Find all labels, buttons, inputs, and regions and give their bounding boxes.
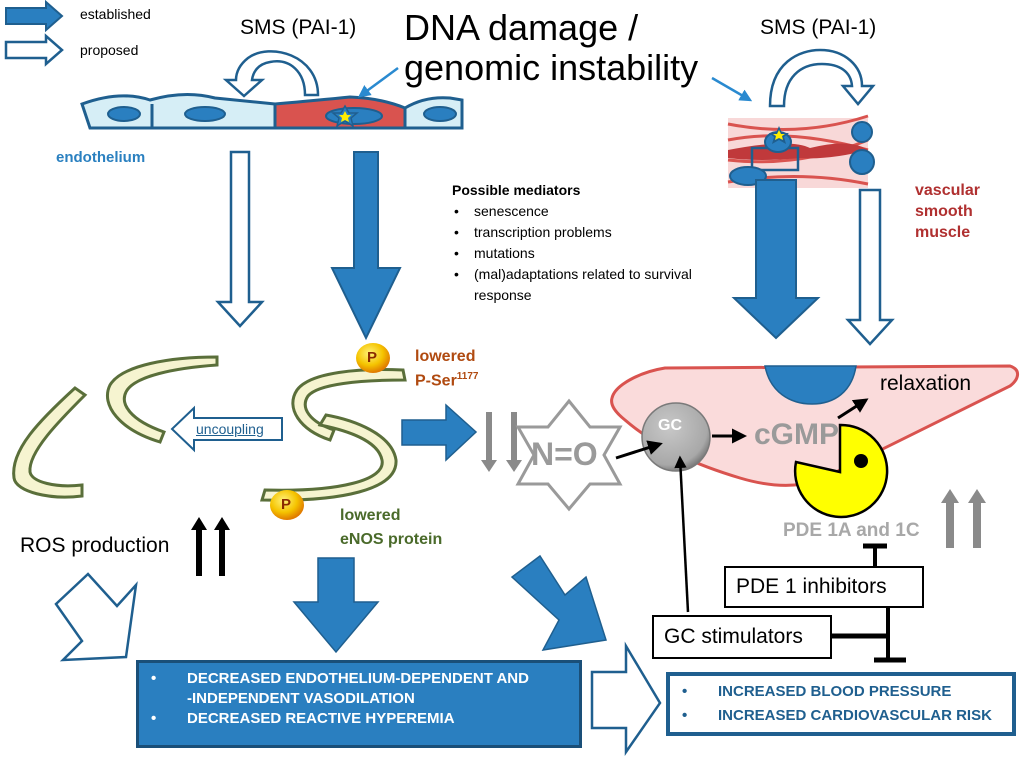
- dna-damage-pointer-right: [711, 76, 753, 102]
- legend-established-label: established: [80, 6, 151, 22]
- uncoupled-enos-monomer-right: [106, 355, 219, 444]
- nitric-oxide-label: N=O: [531, 436, 598, 472]
- bullet: •: [682, 683, 688, 700]
- outcome-text: INCREASED BLOOD PRESSURE: [718, 683, 952, 700]
- endothelium-layer: [80, 92, 464, 130]
- vsmc-tissue: [727, 114, 875, 188]
- pde-inhibitors-box: PDE 1 inhibitors: [724, 566, 924, 608]
- gc-stimulators-label: GC stimulators: [664, 625, 803, 648]
- bullet: •: [151, 670, 157, 687]
- outcome-item: • DECREASED REACTIVE HYPEREMIA: [147, 709, 569, 729]
- legend-established-arrow: [5, 0, 64, 33]
- phosphate-bottom-icon: [270, 490, 304, 520]
- cardiovascular-outcome-list: • INCREASED BLOOD PRESSURE • INCREASED C…: [678, 680, 1004, 728]
- vsmc-proposed-down-arrow: [845, 188, 895, 346]
- endothelium-proposed-down-arrow: [215, 150, 265, 328]
- coupled-enos-dimer: [259, 368, 407, 502]
- outcome-to-outcome-proposed-arrow: [590, 641, 662, 756]
- gc-label: GC: [658, 417, 682, 434]
- sms-left-curved-arrow: [222, 50, 320, 98]
- legend-proposed-arrow: [4, 33, 64, 67]
- mediator-item: senescence: [454, 201, 692, 222]
- outcome-text: DECREASED REACTIVE HYPEREMIA: [187, 710, 455, 727]
- no-decrease-arrows: [481, 412, 522, 472]
- dna-damage-star-icon: [330, 104, 360, 128]
- pde-1a-1c-label: PDE 1A and 1C: [783, 520, 920, 541]
- mediator-item: transcription problems: [454, 222, 692, 243]
- title-line-1: DNA damage /: [404, 7, 639, 48]
- diagram-title: DNA damage / genomic instability: [404, 8, 698, 88]
- title-line-2: genomic instability: [404, 47, 699, 88]
- legend-proposed-label: proposed: [80, 42, 139, 58]
- outcome-item: • INCREASED BLOOD PRESSURE: [678, 680, 1004, 704]
- outcome-text: DECREASED ENDOTHELIUM-DEPENDENT AND -IND…: [187, 669, 529, 709]
- pde-increase-arrows: [941, 489, 986, 548]
- vsmc-established-down-arrow: [731, 179, 821, 340]
- ros-production-label: ROS production: [20, 534, 170, 557]
- uncoupling-arrow: [170, 405, 283, 453]
- endothelium-established-down-arrow: [330, 151, 402, 341]
- ros-increase-arrows: [191, 517, 230, 576]
- uncoupled-enos-monomer-left: [12, 386, 88, 499]
- pser-text: P-Ser: [415, 372, 457, 390]
- bullet: •: [151, 710, 157, 727]
- enos-to-outcome-established-arrow: [292, 557, 380, 654]
- lowered-enos-label: lowered eNOS protein: [340, 504, 442, 552]
- possible-mediators: Possible mediators senescence transcript…: [452, 180, 692, 306]
- pde-inhibitors-label: PDE 1 inhibitors: [736, 575, 887, 598]
- bullet: •: [682, 707, 688, 724]
- cgmp-label: cGMP: [754, 418, 840, 451]
- mediators-heading: Possible mediators: [452, 182, 581, 198]
- mediator-item: mutations: [454, 243, 692, 264]
- uncoupling-label: uncoupling: [196, 421, 264, 437]
- vsmc-label-line-1: vascular: [915, 182, 980, 199]
- dna-damage-pointer-left: [357, 66, 399, 98]
- phosphate-top-label: P: [367, 349, 378, 366]
- sms-left-label: SMS (PAI-1): [240, 16, 357, 39]
- vasodilation-outcome-list: • DECREASED ENDOTHELIUM-DEPENDENT AND -I…: [147, 669, 569, 729]
- phosphate-top-icon: [356, 343, 390, 373]
- ros-to-outcome-proposed-arrow: [54, 572, 138, 662]
- no-to-gc-arrow: [615, 440, 663, 460]
- vsmc-to-outcome-established-arrow: [510, 554, 607, 651]
- pde-pacman: [793, 423, 889, 519]
- relaxation-label: relaxation: [880, 372, 972, 395]
- endothelium-label: endothelium: [56, 149, 146, 166]
- guanylate-cyclase: [641, 402, 711, 472]
- outcome-text-line: DECREASED ENDOTHELIUM-DEPENDENT AND: [187, 670, 529, 687]
- lowered-pser-line-2: P-Ser1177: [415, 367, 479, 391]
- pser-residue: 1177: [456, 371, 479, 382]
- outcome-text: INCREASED CARDIOVASCULAR RISK: [718, 707, 992, 724]
- lowered-enos-line-1: lowered: [340, 507, 401, 524]
- mediators-list: senescence transcription problems mutati…: [452, 201, 692, 285]
- lowered-pser-label: lowered P-Ser1177: [415, 347, 479, 391]
- cardiovascular-outcome-box: • INCREASED BLOOD PRESSURE • INCREASED C…: [666, 672, 1016, 736]
- outcome-text-line: -INDEPENDENT VASODILATION: [187, 690, 415, 707]
- gc-stimulators-box: GC stimulators: [652, 615, 832, 659]
- phosphate-bottom-label: P: [281, 496, 292, 513]
- lowered-enos-line-2: eNOS protein: [340, 531, 443, 548]
- enos-to-no-arrow: [401, 403, 478, 462]
- vsmc-label-line-3: muscle: [915, 224, 971, 241]
- mediator-item: (mal)adaptations related to survival: [454, 264, 692, 285]
- sms-right-label: SMS (PAI-1): [760, 16, 877, 39]
- vsmc-label-line-2: smooth: [915, 203, 973, 220]
- vasodilation-outcome-box: • DECREASED ENDOTHELIUM-DEPENDENT AND -I…: [136, 660, 582, 748]
- nitric-oxide-star: [515, 398, 623, 512]
- cgmp-to-relaxation-arrow: [837, 398, 869, 420]
- mediator-item-continuation: response: [474, 287, 532, 303]
- vsmc-label: vascular smooth muscle: [915, 180, 980, 243]
- outcome-item: • DECREASED ENDOTHELIUM-DEPENDENT AND -I…: [147, 669, 569, 709]
- outcome-item: • INCREASED CARDIOVASCULAR RISK: [678, 704, 1004, 728]
- vsmc-cell: [610, 364, 1019, 487]
- combined-inhibition-bar: [830, 608, 906, 663]
- sms-right-curved-arrow: [768, 48, 876, 108]
- lowered-pser-line-1: lowered: [415, 348, 476, 365]
- pde-inhibitors-inhibition-bar: [863, 543, 887, 566]
- gc-stimulators-to-gc-arrow: [674, 455, 690, 613]
